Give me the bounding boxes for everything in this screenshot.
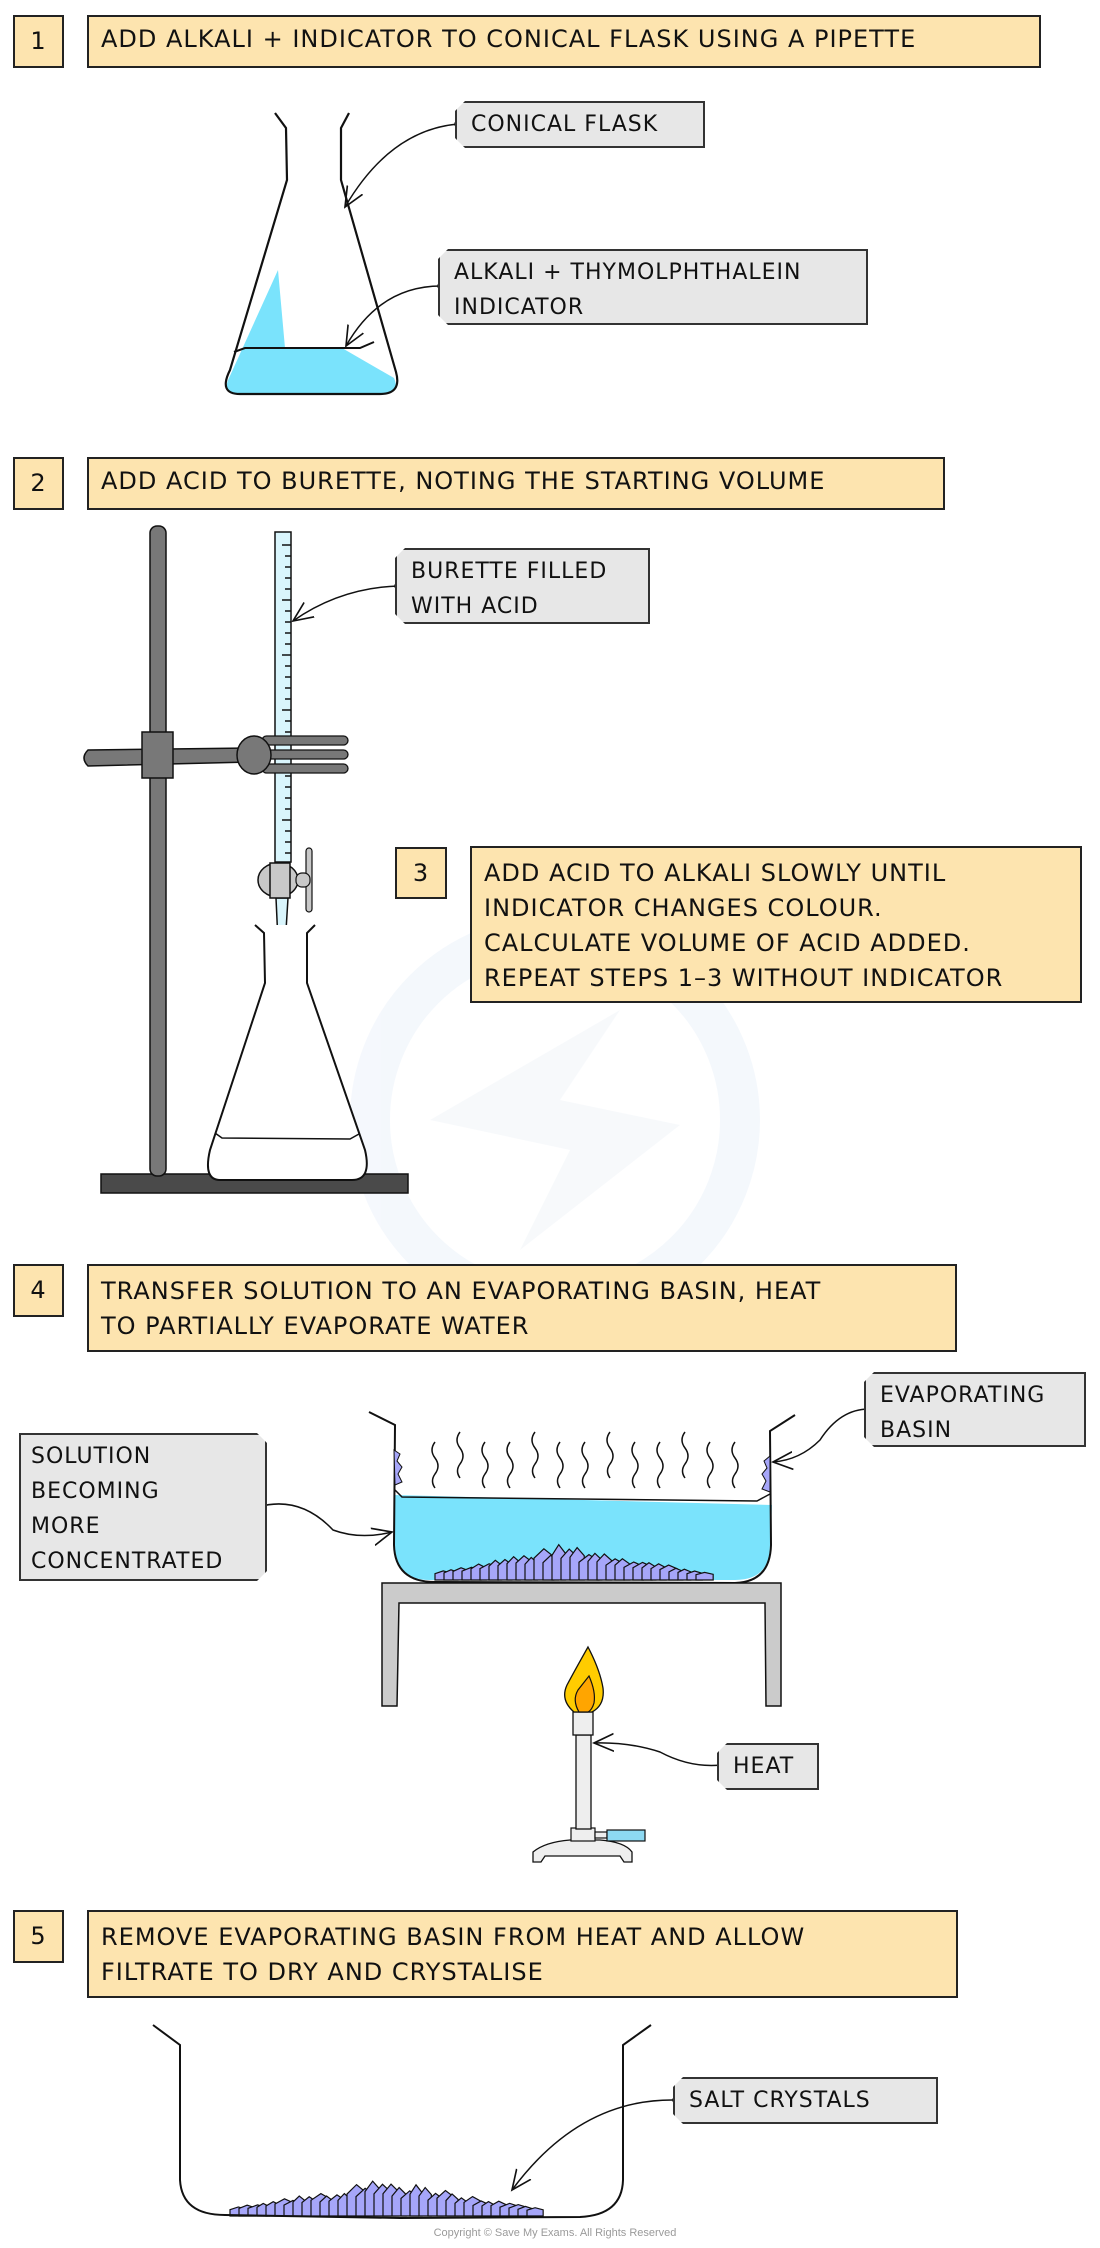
label-text: INDICATOR: [454, 295, 585, 320]
label-text: SALT CRYSTALS: [689, 2088, 871, 2113]
label-text: CONICAL FLASK: [471, 112, 659, 137]
step-1-instruction: ADD ALKALI + INDICATOR TO CONICAL FLASK …: [87, 15, 1041, 68]
label-text: BURETTE FILLED: [411, 559, 608, 584]
label-heat: HEAT: [717, 1743, 819, 1790]
step-4-line: TRANSFER SOLUTION TO AN EVAPORATING BASI…: [101, 1277, 822, 1305]
conical-flask-icon: [207, 924, 368, 1181]
step-4-number: 4: [13, 1264, 64, 1317]
step-2-number: 2: [13, 457, 64, 510]
steam-wisp: [481, 1441, 489, 1489]
steam-wisp: [431, 1441, 439, 1489]
steam-wisp: [731, 1441, 739, 1489]
step-3-line: INDICATOR CHANGES COLOUR.: [484, 894, 883, 922]
steam-wisp: [656, 1441, 664, 1489]
copyright-notice: Copyright © Save My Exams. All Rights Re…: [433, 2227, 677, 2239]
step-3-line: ADD ACID TO ALKALI SLOWLY UNTIL: [484, 859, 947, 887]
burette-icon: [257, 531, 313, 964]
leader-alkali: [346, 285, 442, 346]
label-text: HEAT: [733, 1754, 795, 1779]
step-5-number: 5: [13, 1910, 64, 1963]
step-1-line: ADD ALKALI + INDICATOR TO CONICAL FLASK …: [101, 25, 917, 53]
steam-wisp: [531, 1431, 539, 1479]
evaporating-basin-icon: [368, 1411, 796, 1585]
step-2-line: ADD ACID TO BURETTE, NOTING THE STARTING…: [101, 467, 826, 495]
label-text: WITH ACID: [411, 594, 539, 619]
step-5-line: REMOVE EVAPORATING BASIN FROM HEAT AND A…: [101, 1923, 806, 1951]
label-text: MORE: [31, 1514, 101, 1539]
label-text: SOLUTION: [31, 1444, 152, 1469]
label-salt-crystals: SALT CRYSTALS: [673, 2077, 938, 2124]
salt-crystal: [695, 1571, 714, 1581]
label-text: BASIN: [880, 1418, 953, 1443]
leader-salt-crystals: [512, 2099, 677, 2190]
label-burette: BURETTE FILLED WITH ACID: [395, 548, 650, 624]
steam-wisp: [706, 1441, 714, 1489]
label-solution: SOLUTION BECOMING MORE CONCENTRATED: [19, 1433, 267, 1581]
steam-wisp: [631, 1441, 639, 1489]
step-3-number: 3: [395, 847, 447, 899]
tripod-icon: [381, 1582, 782, 1707]
steam-wisp: [606, 1431, 614, 1479]
clamp-icon: [236, 735, 349, 775]
conical-flask-icon: [224, 112, 399, 396]
label-alkali-indicator: ALKALI + THYMOLPHTHALEIN INDICATOR: [438, 249, 868, 325]
leader-evaporating-basin: [773, 1408, 870, 1462]
step-4-line: TO PARTIALLY EVAPORATE WATER: [101, 1312, 530, 1340]
step-4-instruction: TRANSFER SOLUTION TO AN EVAPORATING BASI…: [87, 1264, 957, 1352]
step-3-instruction: ADD ACID TO ALKALI SLOWLY UNTIL INDICATO…: [470, 846, 1082, 1003]
label-text: BECOMING: [31, 1479, 160, 1504]
leader-conical-flask: [345, 123, 459, 207]
step-5-instruction: REMOVE EVAPORATING BASIN FROM HEAT AND A…: [87, 1910, 958, 1998]
label-text: EVAPORATING: [880, 1383, 1046, 1408]
steam-wisp: [581, 1441, 589, 1489]
label-text: ALKALI + THYMOLPHTHALEIN: [454, 260, 802, 285]
bunsen-burner-icon: [532, 1645, 646, 1863]
salt-crystal: [526, 2207, 544, 2217]
step-5-line: FILTRATE TO DRY AND CRYSTALISE: [101, 1958, 544, 1986]
step-1-number: 1: [13, 15, 64, 68]
steam-wisp: [456, 1431, 464, 1479]
steam-wisp: [506, 1441, 514, 1489]
steam-wisp: [556, 1441, 564, 1489]
leader-burette: [293, 585, 399, 621]
steam-wisp: [681, 1431, 689, 1479]
label-conical-flask: CONICAL FLASK: [455, 101, 705, 148]
label-evaporating-basin: EVAPORATING BASIN: [864, 1372, 1086, 1447]
step-3-line: REPEAT STEPS 1–3 WITHOUT INDICATOR: [484, 964, 1004, 992]
step-2-instruction: ADD ACID TO BURETTE, NOTING THE STARTING…: [87, 457, 945, 510]
label-text: CONCENTRATED: [31, 1549, 224, 1574]
leader-solution: [257, 1503, 392, 1536]
evaporating-basin-icon: [152, 2024, 652, 2220]
leader-heat: [594, 1743, 722, 1767]
step-3-line: CALCULATE VOLUME OF ACID ADDED.: [484, 929, 971, 957]
